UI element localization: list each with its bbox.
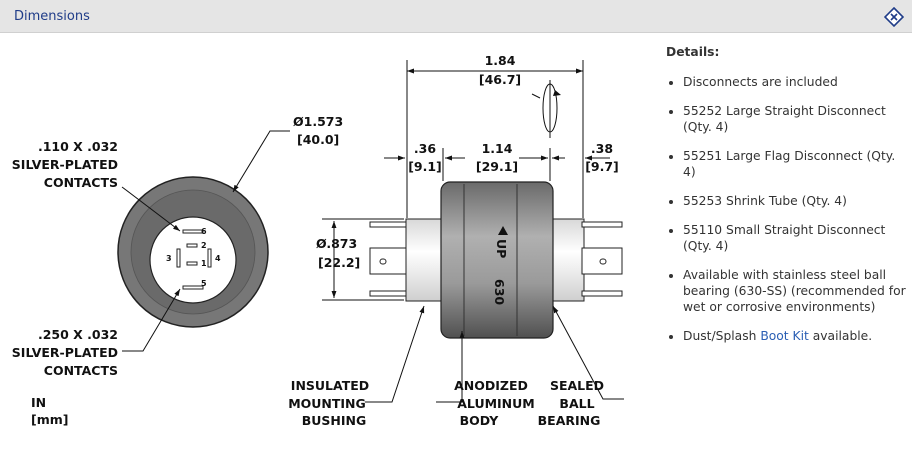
units-label: IN [31,395,46,410]
pin-label: 1 [201,259,207,268]
body-diameter-dim: Ø.873 [316,236,357,251]
bearing-label: BALL [559,396,594,411]
right-length-dim-mm: [9.7] [585,159,619,174]
end-view: 6 2 3 1 4 5 [117,176,269,328]
contacts-top-label: CONTACTS [44,175,118,190]
list-item: Available with stainless steel ball bear… [683,267,906,315]
up-label: UP [494,239,509,258]
pin-label: 4 [215,254,221,263]
units-label: [mm] [31,412,68,427]
bearing-label: BEARING [538,413,601,428]
contacts-bottom-label: CONTACTS [44,363,118,378]
overall-length-dim-mm: [46.7] [479,72,521,87]
list-item: 55252 Large Straight Disconnect (Qty. 4) [683,103,906,135]
overall-length-dim: 1.84 [485,53,516,68]
bushing-label: MOUNTING [288,396,366,411]
bearing-label: SEALED [550,378,604,393]
dimension-drawing: 6 2 3 1 4 5 .110 X .032 SILVER-PLATED CO… [12,53,624,428]
list-item: 55251 Large Flag Disconnect (Qty. 4) [683,148,906,180]
outer-diameter-dim: Ø1.573 [293,114,343,129]
list-item: Disconnects are included [683,74,906,90]
mid-length-dim-mm: [29.1] [476,159,518,174]
section-header: Dimensions [0,0,912,33]
list-item-text: Dust/Splash [683,329,761,343]
body-label: ANODIZED [454,378,528,393]
bushing-label: BUSHING [302,413,367,428]
contacts-top-label: SILVER-PLATED [12,157,118,172]
list-item: Dust/Splash Boot Kit available. [683,328,906,344]
list-item: 55253 Shrink Tube (Qty. 4) [683,193,906,209]
mid-length-dim: 1.14 [482,141,513,156]
right-length-dim: .38 [591,141,613,156]
contacts-top-label: .110 X .032 [38,139,118,154]
body-label: ALUMINUM [457,396,534,411]
pin-label: 3 [166,254,172,263]
details-list: Disconnects are included 55252 Large Str… [666,74,906,344]
contacts-bottom-label: SILVER-PLATED [12,345,118,360]
pin-label: 2 [201,241,207,250]
boot-kit-link[interactable]: Boot Kit [760,329,809,343]
pin-label: 6 [201,227,207,236]
body-label: BODY [460,413,500,428]
details-panel: Details: Disconnects are included 55252 … [666,44,906,357]
details-title: Details: [666,45,720,59]
expand-diamond-icon[interactable] [884,7,904,27]
list-item: 55110 Small Straight Disconnect (Qty. 4) [683,222,906,254]
side-view: UP 630 [369,181,623,339]
contacts-bottom-label: .250 X .032 [38,327,118,342]
model-label: 630 [492,279,507,305]
body-diameter-dim-mm: [22.2] [318,255,360,270]
pin-label: 5 [201,279,207,288]
left-length-dim-mm: [9.1] [408,159,442,174]
outer-diameter-dim-mm: [40.0] [297,132,339,147]
bushing-label: INSULATED [291,378,369,393]
list-item-text: available. [808,329,873,343]
left-length-dim: .36 [414,141,436,156]
section-title: Dimensions [14,9,90,24]
